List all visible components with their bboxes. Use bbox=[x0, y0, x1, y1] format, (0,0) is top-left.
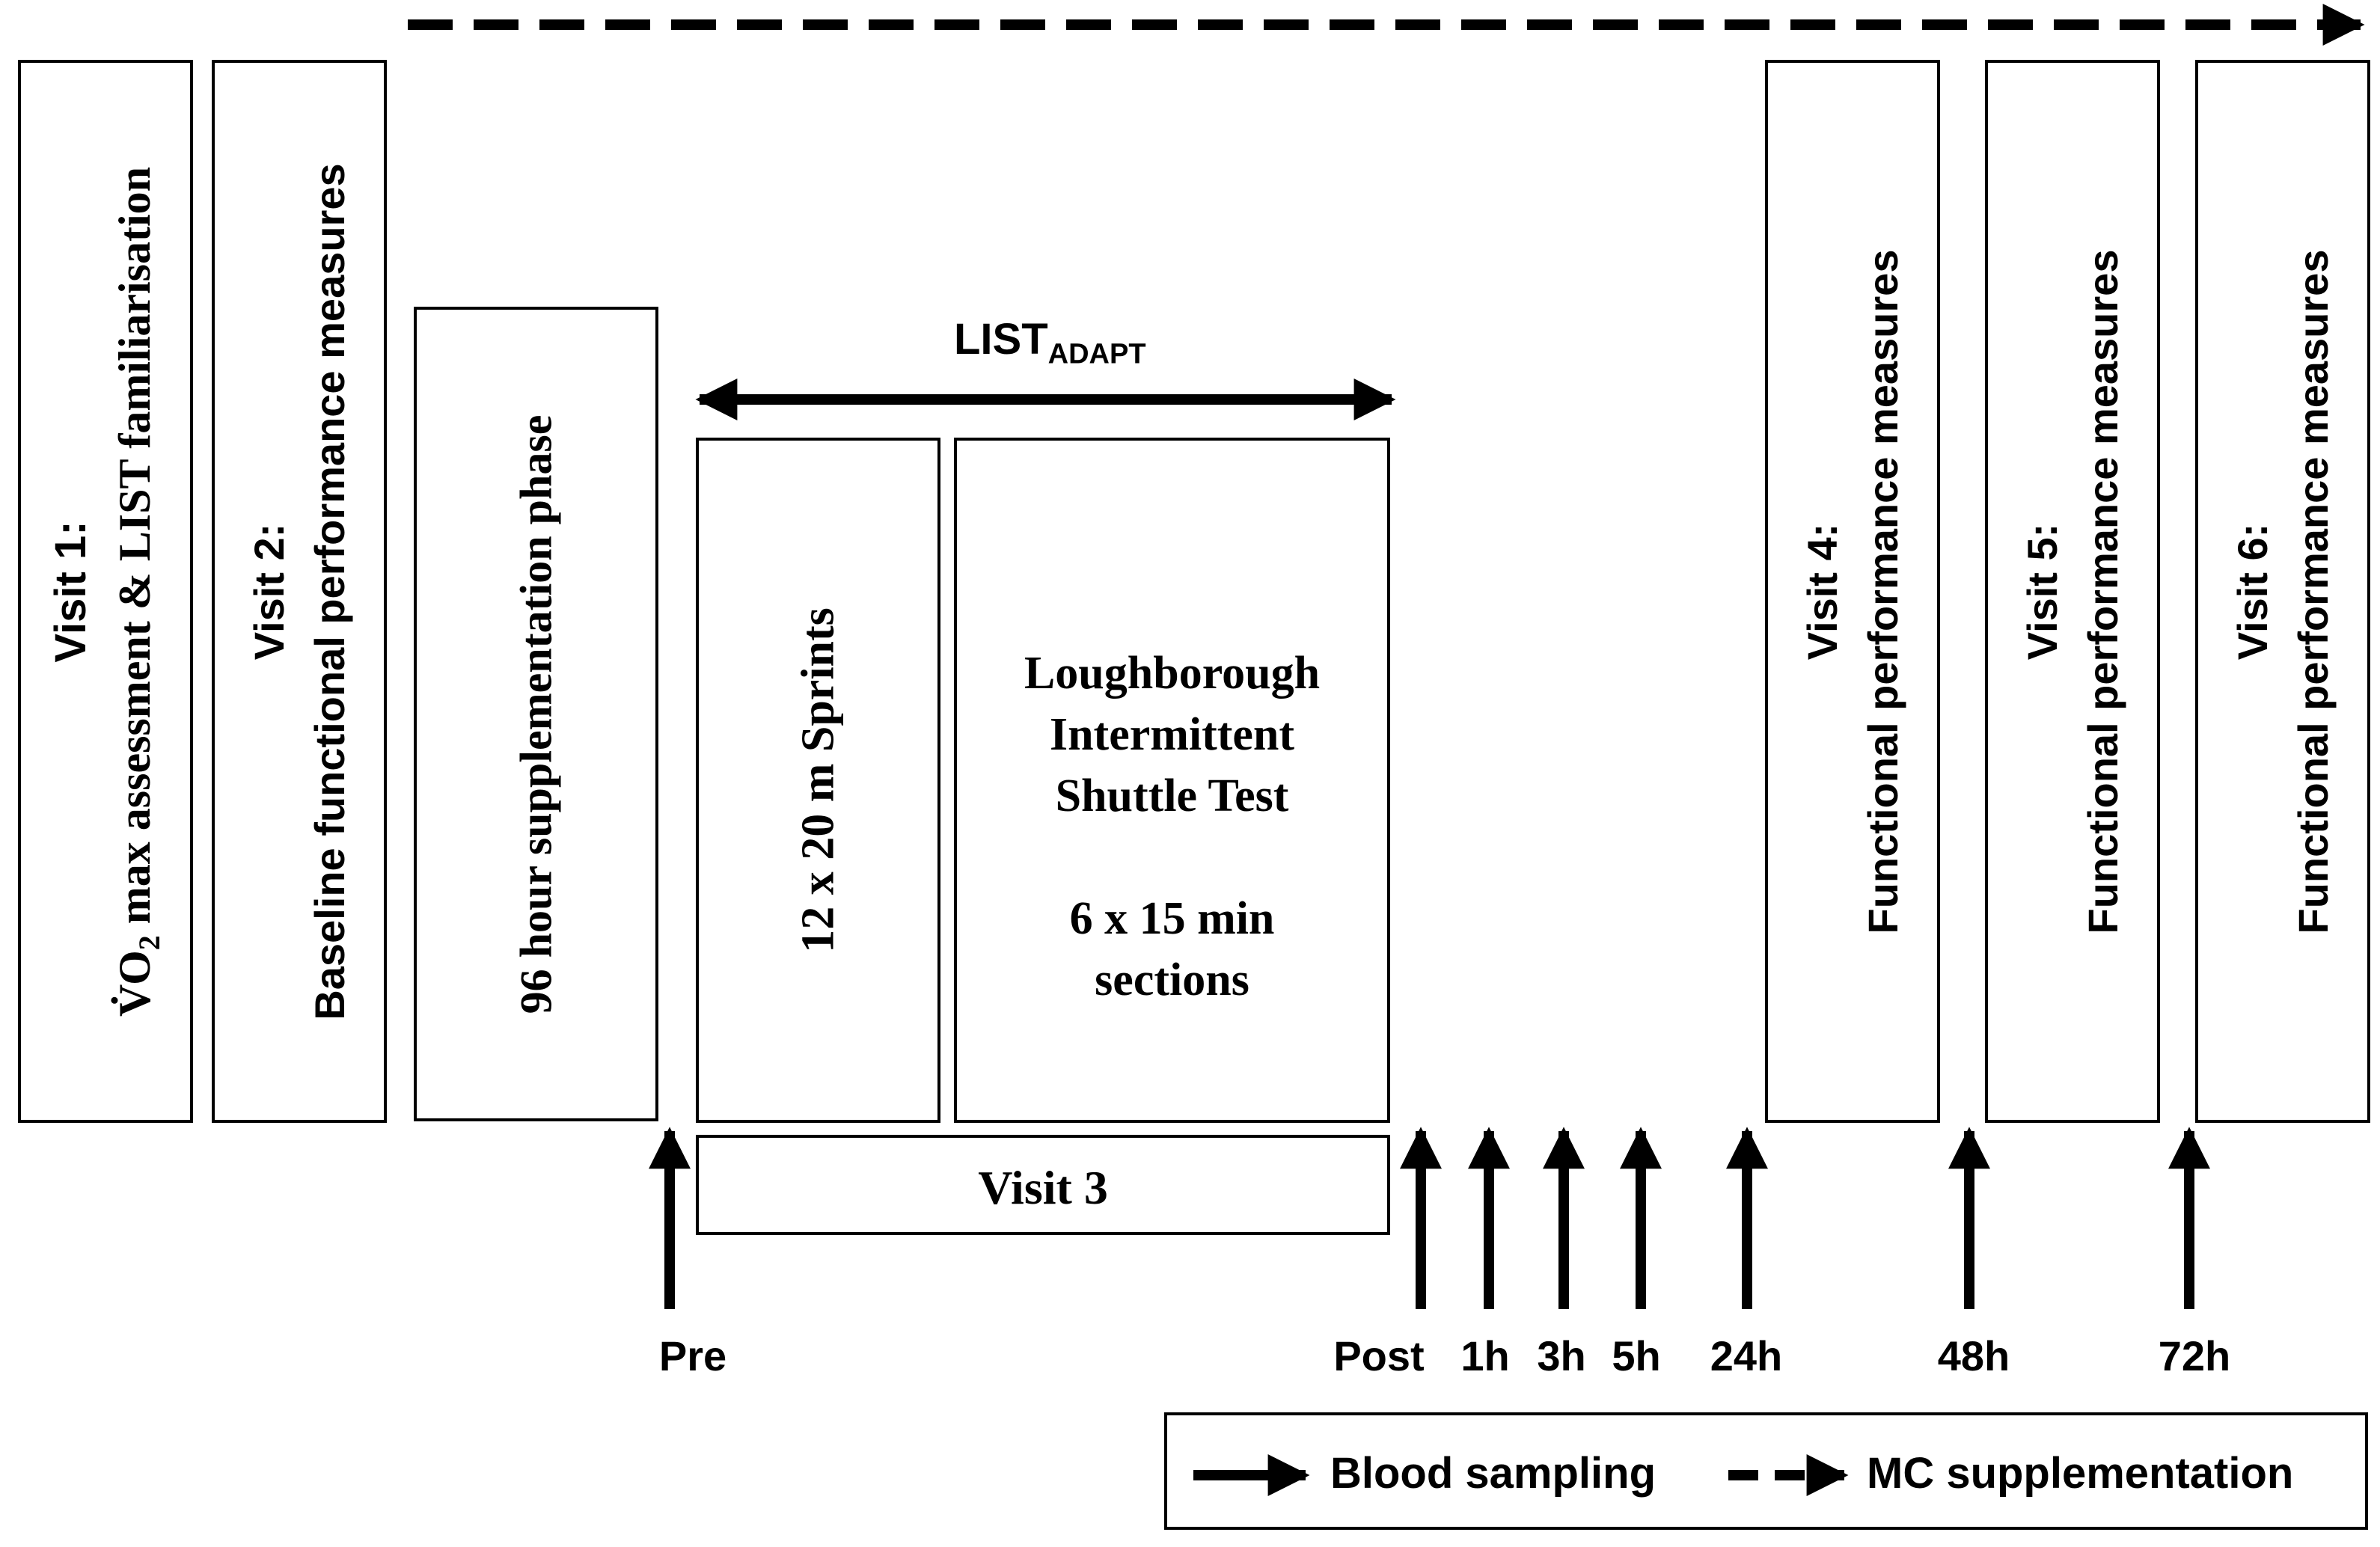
timepoint-post: Post bbox=[1333, 1332, 1425, 1379]
visit-5-box: Visit 5: Functional performance measures bbox=[1985, 60, 2160, 1123]
visit-6-title: Visit 6: bbox=[2228, 523, 2276, 660]
visit-4-text: Visit 4: Functional performance measures bbox=[1792, 249, 1913, 934]
blood-sampling-arrows bbox=[649, 1127, 2210, 1309]
visit-3-box: Visit 3 bbox=[696, 1135, 1390, 1235]
list-spacer bbox=[957, 827, 1387, 888]
sections-line-2: sections bbox=[1095, 955, 1249, 1005]
visit-6-box: Visit 6: Functional performance measures bbox=[2195, 60, 2370, 1123]
vo2-subscript: 2 bbox=[132, 934, 167, 950]
timepoint-72h: 72h bbox=[2158, 1332, 2231, 1379]
visit-2-title: Visit 2: bbox=[245, 523, 293, 660]
visit-4-title: Visit 4: bbox=[1798, 523, 1846, 660]
visit-3-label: Visit 3 bbox=[978, 1161, 1108, 1214]
visit-1-box: Visit 1: V̇O2 max assessment & LIST fami… bbox=[18, 60, 193, 1123]
visit-6-subtitle: Functional performance measures bbox=[2289, 249, 2337, 934]
visit-1-subtitle-rest: max assessment & LIST familiarisation bbox=[110, 166, 160, 935]
visit-6-text: Visit 6: Functional performance measures bbox=[2222, 249, 2343, 934]
timepoint-3h: 3h bbox=[1537, 1332, 1586, 1379]
legend-blood-sampling-label: Blood sampling bbox=[1330, 1449, 1656, 1498]
list-adapt-sub: ADAPT bbox=[1047, 338, 1146, 370]
supplementation-phase-box: 96 hour supplementation phase bbox=[414, 307, 658, 1121]
visit-1-subtitle: V̇O2 max assessment & LIST familiarisati… bbox=[103, 166, 171, 1016]
list-adapt-label: LISTADAPT bbox=[954, 314, 1146, 371]
visit-2-text: Visit 2: Baseline functional performance… bbox=[239, 163, 360, 1020]
visit-1-text: Visit 1: V̇O2 max assessment & LIST fami… bbox=[40, 166, 171, 1016]
vo2-symbol: V̇O bbox=[110, 949, 160, 1017]
legend-box bbox=[1164, 1412, 2368, 1530]
list-line-2: Intermittent bbox=[1049, 709, 1295, 760]
timepoint-24h: 24h bbox=[1710, 1332, 1783, 1379]
timepoint-pre: Pre bbox=[658, 1332, 727, 1379]
visit-4-subtitle: Functional performance measures bbox=[1859, 249, 1906, 934]
sections-line-1: 6 x 15 min bbox=[1069, 893, 1275, 944]
visit-5-text: Visit 5: Functional performance measures bbox=[2012, 249, 2133, 934]
sprints-label: 12 x 20 m Sprints bbox=[792, 607, 843, 953]
timepoint-48h: 48h bbox=[1937, 1332, 2010, 1379]
list-test-box: Loughborough Intermittent Shuttle Test 6… bbox=[954, 438, 1390, 1123]
list-test-text: Loughborough Intermittent Shuttle Test 6… bbox=[957, 643, 1387, 1011]
visit-2-subtitle: Baseline functional performance measures bbox=[306, 162, 353, 1020]
visit-2-box: Visit 2: Baseline functional performance… bbox=[212, 60, 387, 1123]
visit-1-title: Visit 1: bbox=[46, 520, 95, 663]
visit-5-subtitle: Functional performance measures bbox=[2079, 249, 2126, 934]
list-line-1: Loughborough bbox=[1024, 648, 1321, 699]
legend-mc-supplementation-label: MC supplementation bbox=[1867, 1449, 2294, 1498]
visit-5-title: Visit 5: bbox=[2018, 523, 2066, 660]
timepoint-1h: 1h bbox=[1460, 1332, 1510, 1379]
supplementation-phase-label: 96 hour supplementation phase bbox=[511, 414, 560, 1014]
list-line-3: Shuttle Test bbox=[1055, 771, 1289, 821]
visit-4-box: Visit 4: Functional performance measures bbox=[1765, 60, 1940, 1123]
sprints-box: 12 x 20 m Sprints bbox=[696, 438, 940, 1123]
timepoint-5h: 5h bbox=[1612, 1332, 1661, 1379]
list-adapt-main: LIST bbox=[954, 315, 1048, 364]
